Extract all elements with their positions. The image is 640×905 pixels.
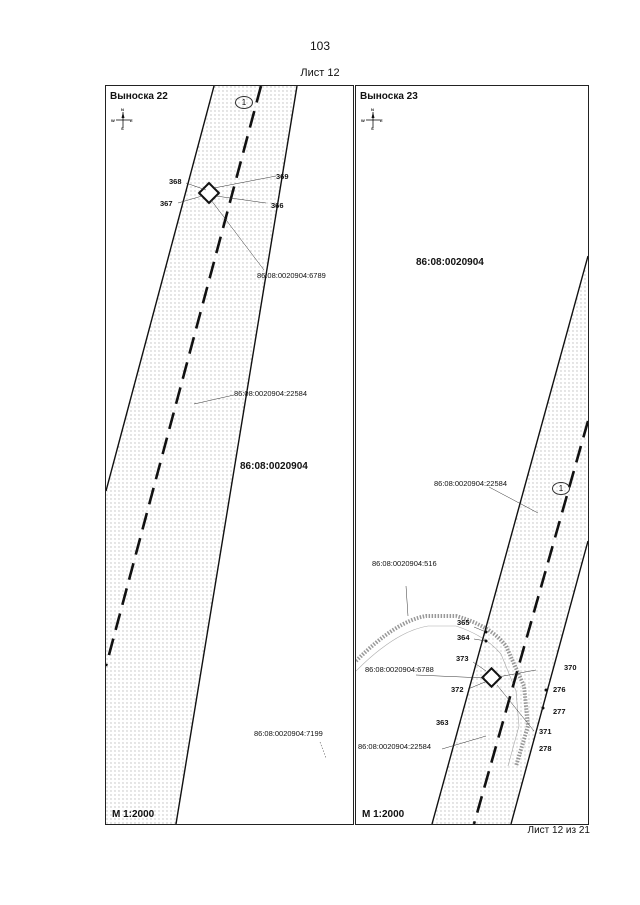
strip-right-boundary xyxy=(510,540,588,824)
strip-left-boundary xyxy=(431,255,588,824)
parcel-label-22584-top: 86:08:0020904:22584 xyxy=(434,479,507,488)
cadastral-quarter-label: 86:08:0020904 xyxy=(416,257,484,268)
leader-364 xyxy=(473,638,487,642)
callout-panel-23: Выноска 23 N S W E 86:08:0020904 86:08:0… xyxy=(355,85,589,825)
point-label-278: 278 xyxy=(539,744,552,753)
strip-left-boundary xyxy=(106,86,215,492)
leader-369 xyxy=(213,175,277,189)
parcel-label-6788: 86:08:0020904:6788 xyxy=(365,665,434,674)
parcel-label-6789: 86:08:0020904:6789 xyxy=(257,271,326,280)
left-map-drawing xyxy=(106,86,327,824)
zone-number-marker: 1 xyxy=(552,482,570,495)
parcel-6788-marker xyxy=(480,666,503,689)
leader-365 xyxy=(473,626,487,633)
point-label-277: 277 xyxy=(553,707,566,716)
point-label-370: 370 xyxy=(564,663,577,672)
compass-south: S xyxy=(121,126,124,131)
road-centerline xyxy=(472,420,588,824)
leader-22584-bottom xyxy=(441,735,487,750)
compass-north: N xyxy=(121,107,124,112)
leader-22584-top xyxy=(488,486,539,514)
leader-6789 xyxy=(210,199,265,271)
point-label-366: 366 xyxy=(271,201,284,210)
compass-north: N xyxy=(371,107,374,112)
compass-west: W xyxy=(111,118,115,123)
parcel-label-7199: 86:08:0020904:7199 xyxy=(254,729,323,738)
zone-number-marker: 1 xyxy=(235,96,253,109)
compass-south: S xyxy=(371,126,374,131)
vertex-276 xyxy=(544,688,548,692)
point-label-363: 363 xyxy=(436,718,449,727)
vertex-365 xyxy=(484,630,488,634)
compass-rose-icon: N S W E xyxy=(111,107,133,131)
vertex-364 xyxy=(484,639,488,643)
compass-east: E xyxy=(380,118,383,123)
leader-7199 xyxy=(319,741,327,759)
point-label-368: 368 xyxy=(169,177,182,186)
leader-370 xyxy=(497,669,537,678)
point-label-364: 364 xyxy=(457,633,470,642)
vertex-277 xyxy=(541,706,545,710)
road-centerline xyxy=(106,86,263,667)
map-scale: M 1:2000 xyxy=(112,809,155,820)
parcel-label-22584: 86:08:0020904:22584 xyxy=(234,389,307,398)
panel-title: Выноска 23 xyxy=(360,91,418,102)
compass-east: E xyxy=(130,118,133,123)
point-label-371: 371 xyxy=(539,727,552,736)
parcel-6789-marker xyxy=(197,181,221,205)
sheet-footer: Лист 12 из 21 xyxy=(527,825,590,836)
point-label-276: 276 xyxy=(553,685,566,694)
leader-368 xyxy=(185,182,207,191)
page-number: 103 xyxy=(309,39,331,53)
leader-22584 xyxy=(193,394,235,405)
compass-rose-icon: N S W E xyxy=(361,107,383,131)
compass-west: W xyxy=(361,118,365,123)
point-label-372: 372 xyxy=(451,685,464,694)
point-label-369: 369 xyxy=(276,172,289,181)
strip-right-boundary xyxy=(175,86,298,824)
point-label-373: 373 xyxy=(456,654,469,663)
map-scale: M 1:2000 xyxy=(362,809,405,820)
panel-title: Выноска 22 xyxy=(110,91,168,102)
point-label-367: 367 xyxy=(160,199,173,208)
leader-367 xyxy=(177,195,203,204)
cadastral-quarter-label: 86:08:0020904 xyxy=(240,461,308,472)
callout-panel-22: Выноска 22 N S W E 1 368 369 367 366 86:… xyxy=(105,85,354,825)
leader-6788 xyxy=(415,674,486,679)
point-label-365: 365 xyxy=(457,618,470,627)
leader-366 xyxy=(215,195,267,204)
parcel-label-22584-bottom: 86:08:0020904:22584 xyxy=(358,742,431,751)
parcel-label-516: 86:08:0020904:516 xyxy=(372,559,437,568)
leader-373 xyxy=(472,661,487,672)
leader-371 xyxy=(496,684,535,732)
road-strip xyxy=(106,86,297,824)
sheet-title: Лист 12 xyxy=(300,67,340,79)
leader-516 xyxy=(405,585,409,617)
right-map-drawing xyxy=(356,255,588,824)
leader-372 xyxy=(467,681,486,690)
